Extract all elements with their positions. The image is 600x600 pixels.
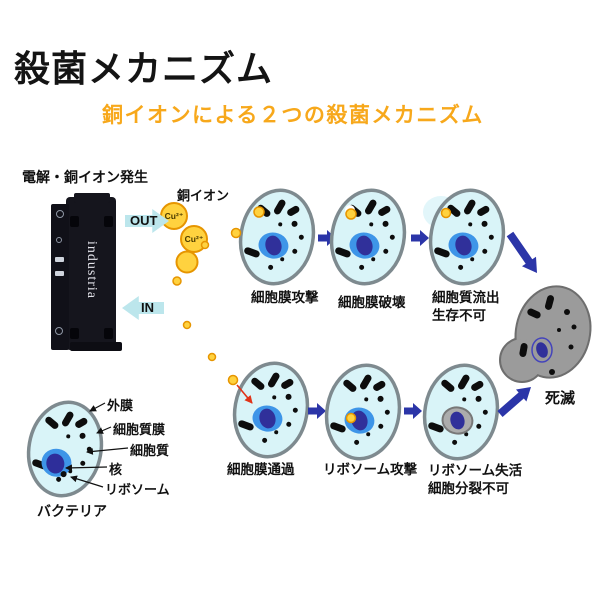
status-led-icon: [56, 237, 62, 243]
leader-cytoplasm: [86, 447, 129, 455]
device-clip: [70, 328, 79, 339]
cell-membrane-pass: [225, 355, 317, 465]
step-label-ribosome-attack: リボソーム攻撃: [323, 462, 418, 477]
dead-nucleus-ring: [531, 337, 553, 363]
cell-ribosome-inactive: [415, 357, 507, 467]
connector-slot: [55, 257, 64, 262]
generator-side-panel: [51, 204, 69, 350]
generator-caption: 電解・銅イオン発生: [22, 169, 148, 185]
cu-ion-symbol: Cu²⁺: [184, 234, 204, 244]
subtitle: 銅イオンによる２つの殺菌メカニズム: [102, 104, 484, 127]
label-nucleus: 核: [109, 462, 123, 477]
device-clip: [104, 328, 113, 339]
step-label-ribosome-inactive: リボソーム失活 細胞分裂不可: [428, 462, 522, 498]
in-label: IN: [141, 300, 154, 315]
step-label-line1: リボソーム失活: [428, 463, 523, 478]
label-ribosome: リボソーム: [105, 482, 170, 497]
death-label: 死滅: [545, 390, 576, 407]
cell-membrane-destruction: [322, 182, 414, 292]
dead-cell: [499, 285, 592, 383]
bacteria-cell: [19, 394, 111, 504]
label-cytoplasm: 細胞質: [130, 443, 170, 458]
device-brand: industria: [84, 241, 99, 299]
label-cytoplasm-membrane: 細胞質膜: [113, 422, 166, 437]
copper-ion-on-ribosome: [345, 412, 357, 424]
dead-nucleus-core: [536, 342, 548, 358]
cell-ribosome-attack: [317, 357, 409, 467]
bottom-led-icon: [55, 327, 63, 335]
copper-ion-breaking: [345, 208, 357, 220]
connector-slot: [55, 271, 64, 276]
copper-ion-leak: [440, 207, 452, 219]
generator-device-flange: [70, 342, 122, 351]
step-label-membrane-destruction: 細胞膜破壊: [338, 295, 406, 310]
anatomy-leader-lines: [65, 402, 129, 488]
copper-ion-stream: [160, 202, 217, 362]
device-clip: [104, 216, 113, 227]
penetration-arrow: [236, 384, 253, 404]
cell-membrane-attack: [231, 182, 323, 292]
page-title: 殺菌メカニズム: [14, 48, 274, 89]
step-label-line1: 細胞質流出: [432, 290, 500, 305]
generator-device-cap: [74, 193, 110, 203]
flow-arrow-bottom-2: [404, 403, 422, 419]
step-label-membrane-pass: 細胞膜通過: [227, 462, 295, 477]
step-label-cytoplasm-leak: 細胞質流出 生存不可: [432, 289, 500, 325]
out-label: OUT: [130, 213, 158, 228]
copper-ion-entering: [227, 374, 239, 386]
power-led-icon: [56, 210, 64, 218]
step-label-membrane-attack: 細胞膜攻撃: [251, 290, 319, 305]
copper-ion-caption: 銅イオン: [177, 188, 230, 203]
flow-arrow-bottom-1: [308, 403, 326, 419]
copper-ion-approaching: [230, 227, 242, 239]
step-label-line2: 生存不可: [432, 308, 486, 323]
device-clip: [70, 216, 79, 227]
bacteria-caption: バクテリア: [37, 503, 107, 519]
step-label-line2: 細胞分裂不可: [428, 481, 509, 496]
flow-arrow-top-2: [411, 230, 429, 246]
leader-ribosome: [70, 475, 104, 488]
bacteria-ribosome-dot: [60, 471, 67, 478]
label-outer-membrane: 外膜: [107, 398, 134, 413]
leader-nucleus: [65, 464, 108, 472]
cu-ion-symbol: Cu²⁺: [164, 211, 184, 221]
death-arrow-top: [506, 231, 537, 273]
copper-ion-on-membrane: [253, 206, 265, 218]
death-arrow-bottom: [497, 387, 531, 417]
dead-cell-organelles: [519, 295, 577, 375]
leader-cytoplasm-membrane: [96, 426, 112, 434]
leader-outer-membrane: [89, 402, 106, 412]
